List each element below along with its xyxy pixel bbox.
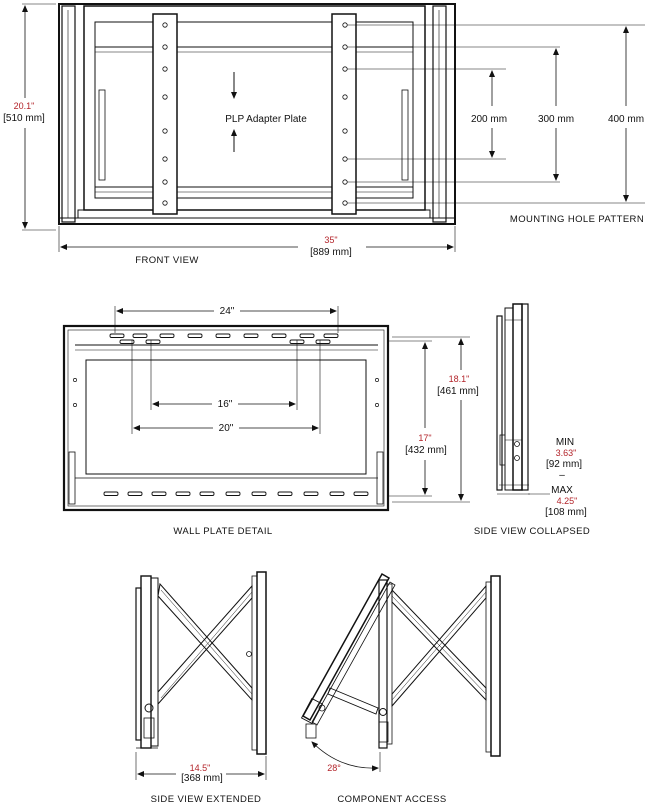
wall-plate-20: 20"	[219, 423, 234, 434]
front-height-in: 20.1"	[14, 101, 35, 111]
wall-plate-20-dimension: 20"	[131, 340, 321, 434]
side-view-extended	[135, 571, 267, 755]
access-angle: 28°	[327, 763, 341, 773]
side-collapsed-depth: MIN 3.63" [92 mm] – MAX 4.25" [108 mm]	[545, 437, 587, 518]
wall-plate-inner-height: 17" [432 mm]	[388, 340, 447, 497]
component-access	[300, 572, 501, 757]
hole-pattern-300: 300 mm	[538, 114, 574, 125]
wall-plate-outer-height: 18.1" [461 mm]	[392, 336, 479, 503]
side-view-collapsed	[496, 303, 550, 495]
max-depth-in: 4.25"	[557, 496, 578, 506]
side-extended-depth: 14.5" [368 mm]	[135, 752, 267, 784]
hole-pattern-400: 400 mm	[608, 114, 644, 125]
front-width-dimension: 35" [889 mm]	[58, 226, 456, 258]
extended-depth-in: 14.5"	[190, 763, 211, 773]
max-label: MAX	[551, 485, 573, 496]
min-label: MIN	[556, 437, 574, 448]
wall-plate-outer-height-mm: [461 mm]	[437, 386, 479, 397]
extended-depth-mm: [368 mm]	[181, 773, 223, 784]
max-depth-mm: [108 mm]	[545, 507, 587, 518]
hole-pattern-200: 200 mm	[471, 114, 507, 125]
min-max-dash: –	[559, 470, 565, 481]
wall-plate-24-dimension: 24"	[114, 306, 339, 333]
wall-plate-inner-height-mm: [432 mm]	[405, 445, 447, 456]
min-depth-in: 3.63"	[556, 448, 577, 458]
front-width-mm: [889 mm]	[310, 247, 352, 258]
wall-plate-inner-height-in: 17"	[418, 433, 431, 443]
plate-holes	[162, 22, 348, 206]
min-depth-mm: [92 mm]	[546, 459, 582, 470]
component-access-angle: 28°	[311, 741, 381, 773]
wall-plate-top-slots	[109, 333, 339, 344]
front-view-caption: FRONT VIEW	[135, 255, 198, 266]
front-view: PLP Adapter Plate	[58, 3, 456, 225]
wall-plate-16-dimension: 16"	[150, 340, 298, 410]
wall-plate-detail-caption: WALL PLATE DETAIL	[173, 526, 272, 537]
front-width-in: 35"	[324, 235, 337, 245]
wall-plate-detail	[62, 324, 390, 512]
side-view-collapsed-caption: SIDE VIEW COLLAPSED	[474, 526, 590, 537]
front-height-mm: [510 mm]	[3, 113, 45, 124]
wall-plate-24: 24"	[220, 306, 235, 317]
plp-adapter-plate-label: PLP Adapter Plate	[225, 114, 307, 125]
front-height-dimension: 20.1" [510 mm]	[3, 3, 56, 231]
wall-plate-16: 16"	[218, 399, 233, 410]
wall-plate-bottom-slots	[103, 491, 369, 496]
wall-plate-outer-height-in: 18.1"	[449, 374, 470, 384]
component-access-caption: COMPONENT ACCESS	[337, 794, 446, 805]
mounting-hole-pattern-caption: MOUNTING HOLE PATTERN	[510, 214, 644, 225]
mounting-hole-pattern: 200 mm 300 mm 400 mm	[347, 24, 645, 204]
side-view-extended-caption: SIDE VIEW EXTENDED	[151, 794, 262, 805]
